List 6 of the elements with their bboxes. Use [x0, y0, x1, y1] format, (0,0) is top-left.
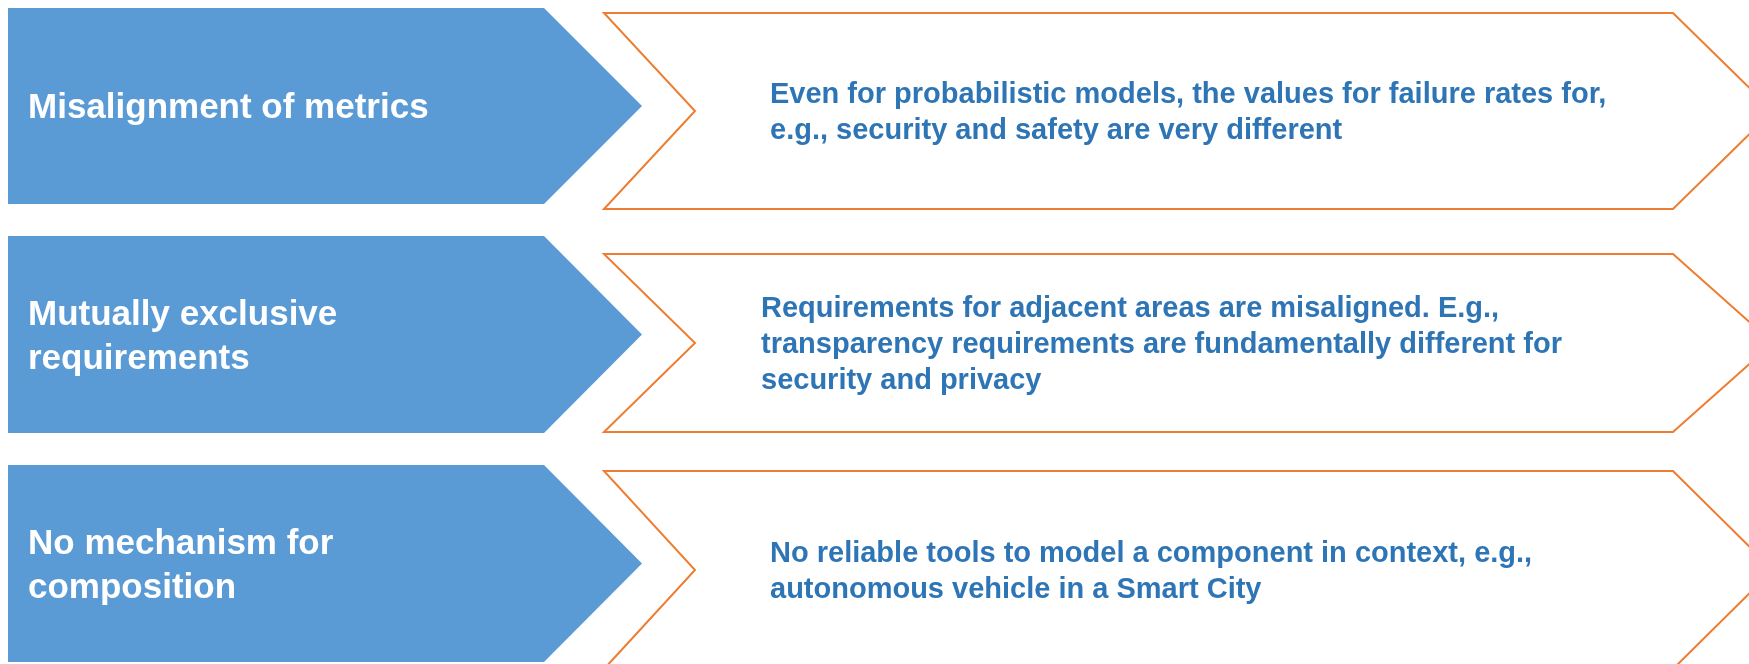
heading-text: Misalignment of metrics	[28, 85, 429, 128]
description-text: Even for probabilistic models, the values for failure rates for, e.g., security and safety are very different	[770, 75, 1608, 147]
heading-text: Mutually exclusive requirements	[28, 291, 339, 378]
heading-text: No mechanism for composition	[28, 520, 335, 607]
description-text: No reliable tools to model a component in context, e.g., autonomous vehicle in a Smart City	[770, 534, 1534, 606]
description-text: Requirements for adjacent areas are misaligned. E.g., transparency requirements are fundamentally different for security and privacy	[761, 289, 1563, 398]
